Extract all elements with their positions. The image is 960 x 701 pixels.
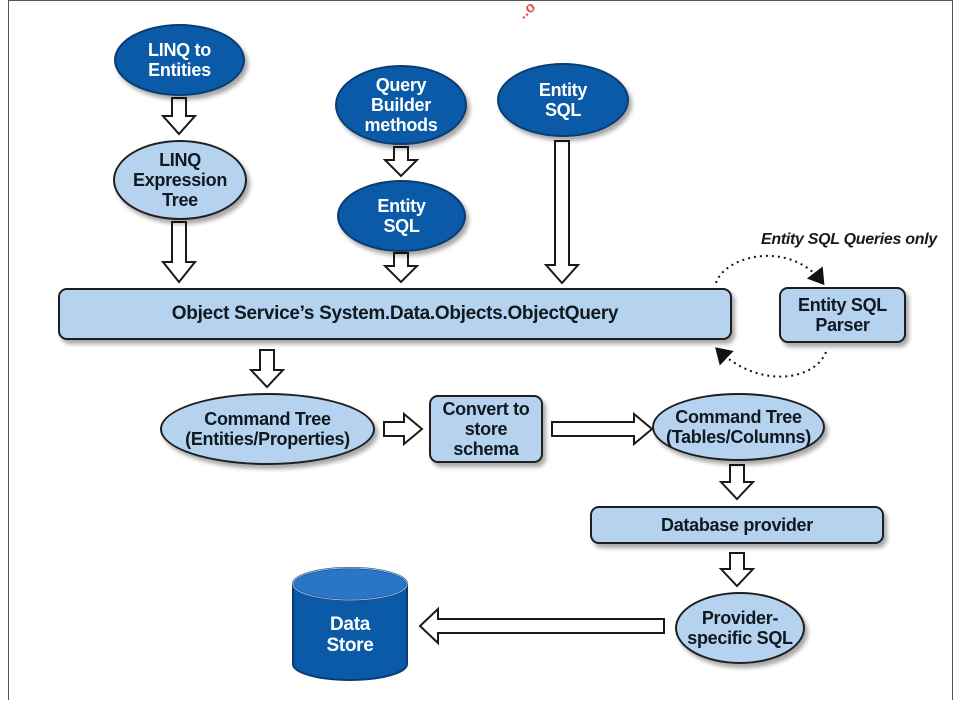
arrow-entitysql-to-objectquery bbox=[382, 252, 420, 284]
provider-specific-sql-node: Provider- specific SQL bbox=[675, 592, 805, 664]
convert-to-store-schema-box: Convert to store schema bbox=[429, 395, 543, 463]
linq-to-entities-node: LINQ to Entities bbox=[114, 24, 245, 96]
arrow-commandtree-to-convert bbox=[383, 411, 424, 447]
arrow-builder-to-entitysql bbox=[382, 146, 420, 178]
data-store-label: Data Store bbox=[326, 613, 374, 656]
entity-sql-only-note: Entity SQL Queries only bbox=[761, 231, 937, 248]
arrow-commandtree-to-dbprovider bbox=[718, 464, 756, 501]
arrow-entitysql-top-to-objectquery bbox=[543, 140, 581, 285]
arrow-dbprovider-to-providersql bbox=[718, 552, 756, 588]
dotted-arrow-to-parser bbox=[715, 254, 825, 286]
linq-expression-tree-node: LINQ Expression Tree bbox=[113, 140, 247, 220]
entity-sql-top-node: Entity SQL bbox=[497, 63, 629, 137]
arrow-convert-to-commandtree bbox=[551, 411, 654, 447]
query-builder-methods-node: Query Builder methods bbox=[335, 65, 467, 145]
object-query-box: Object Service’s System.Data.Objects.Obj… bbox=[58, 288, 732, 340]
diagram-frame bbox=[8, 0, 953, 700]
command-tree-entities-node: Command Tree (Entities/Properties) bbox=[160, 393, 375, 465]
data-store-cylinder bbox=[292, 567, 408, 681]
entity-sql-builder-node: Entity SQL bbox=[337, 180, 466, 252]
arrow-linq-to-expression bbox=[160, 97, 198, 136]
command-tree-tables-node: Command Tree (Tables/Columns) bbox=[652, 393, 825, 461]
arrow-providersql-to-datastore bbox=[418, 606, 665, 646]
dotted-arrow-from-parser bbox=[715, 347, 827, 378]
entity-sql-parser-box: Entity SQL Parser bbox=[779, 287, 906, 343]
arrow-objectquery-to-commandtree bbox=[248, 349, 286, 389]
arrow-expression-to-objectquery bbox=[160, 221, 198, 284]
database-provider-box: Database provider bbox=[590, 506, 884, 544]
